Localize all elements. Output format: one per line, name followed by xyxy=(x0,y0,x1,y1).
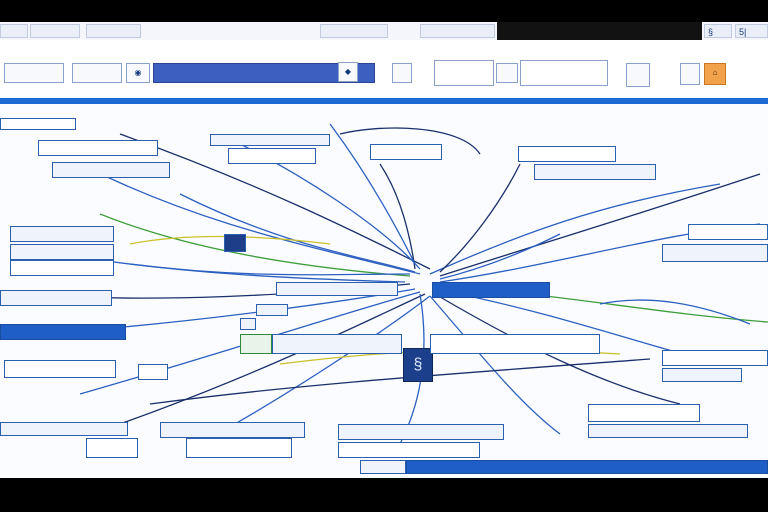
diagram-editor-window: § 5| ◉ ◆ ⌂ xyxy=(0,22,768,478)
diagram-node-label xyxy=(132,186,212,198)
diagram-node[interactable] xyxy=(338,442,480,458)
diagram-node[interactable] xyxy=(38,140,158,156)
diagram-node[interactable] xyxy=(688,224,768,240)
diagram-node-label xyxy=(385,109,421,121)
diagram-node[interactable] xyxy=(662,244,768,262)
title-dark-region xyxy=(497,22,702,40)
diagram-node[interactable] xyxy=(0,422,128,436)
toolbar: ◉ ◆ ⌂ xyxy=(0,40,768,99)
diagram-node[interactable] xyxy=(228,148,316,164)
title-bar: § 5| xyxy=(0,22,768,41)
title-tab[interactable] xyxy=(30,24,80,38)
folder-icon[interactable] xyxy=(392,63,412,83)
diagram-canvas[interactable]: § xyxy=(0,104,768,478)
diagram-node[interactable] xyxy=(186,438,292,458)
title-tab[interactable] xyxy=(320,24,388,38)
diagram-node[interactable] xyxy=(518,146,616,162)
diagram-node-label xyxy=(200,166,248,178)
diagram-node[interactable] xyxy=(240,334,272,354)
title-tab-label: § xyxy=(708,27,714,37)
diagram-node[interactable] xyxy=(662,368,742,382)
canvas-header-bar xyxy=(0,98,768,104)
diagram-node[interactable] xyxy=(0,290,112,306)
connector-port[interactable] xyxy=(224,234,246,252)
title-tab[interactable] xyxy=(0,24,28,38)
title-tab-label: 5| xyxy=(739,27,747,37)
diagram-node[interactable] xyxy=(256,304,288,316)
document-icon[interactable] xyxy=(626,63,650,87)
title-tab[interactable] xyxy=(420,24,495,38)
diagram-node[interactable] xyxy=(534,164,656,180)
page-icon[interactable] xyxy=(680,63,700,85)
diagram-node[interactable] xyxy=(10,244,114,260)
toolbar-field[interactable] xyxy=(434,60,494,86)
diagram-node[interactable] xyxy=(10,260,114,276)
diagram-node-header[interactable] xyxy=(0,324,126,340)
diagram-node[interactable] xyxy=(10,226,114,242)
diagram-node[interactable] xyxy=(160,422,305,438)
diagram-node[interactable] xyxy=(138,364,168,380)
image-icon[interactable] xyxy=(496,63,518,83)
camera-icon[interactable]: ◉ xyxy=(126,63,150,83)
diagram-node[interactable] xyxy=(210,134,330,146)
diagram-node[interactable] xyxy=(662,350,768,366)
diagram-node-label xyxy=(682,264,742,276)
title-tab[interactable]: § xyxy=(704,24,732,38)
diagram-node[interactable] xyxy=(588,404,700,422)
toolbar-strip xyxy=(153,63,375,83)
toolbar-button[interactable] xyxy=(4,63,64,83)
diagram-node[interactable] xyxy=(370,144,442,160)
diagram-node[interactable] xyxy=(430,334,600,354)
diagram-node[interactable] xyxy=(276,282,398,296)
diagram-node-header[interactable] xyxy=(432,282,550,298)
snake-logo-icon[interactable]: § xyxy=(403,348,433,382)
title-tab[interactable] xyxy=(86,24,141,38)
diagram-node-label xyxy=(508,200,554,212)
diagram-node[interactable] xyxy=(272,334,402,354)
diamond-icon[interactable]: ◆ xyxy=(338,62,358,82)
diagram-node[interactable] xyxy=(588,424,748,438)
toolbar-field[interactable] xyxy=(520,60,608,86)
diagram-node[interactable] xyxy=(240,318,256,330)
title-tab[interactable]: 5| xyxy=(735,24,768,38)
diagram-node[interactable] xyxy=(0,118,76,130)
diagram-node-header[interactable] xyxy=(406,460,768,474)
diagram-node[interactable] xyxy=(338,424,504,440)
diagram-node[interactable] xyxy=(4,360,116,378)
toolbar-button[interactable] xyxy=(72,63,122,83)
diagram-node[interactable] xyxy=(52,162,170,178)
diagram-node[interactable] xyxy=(86,438,138,458)
diagram-node[interactable] xyxy=(360,460,406,474)
home-icon[interactable]: ⌂ xyxy=(704,63,726,85)
